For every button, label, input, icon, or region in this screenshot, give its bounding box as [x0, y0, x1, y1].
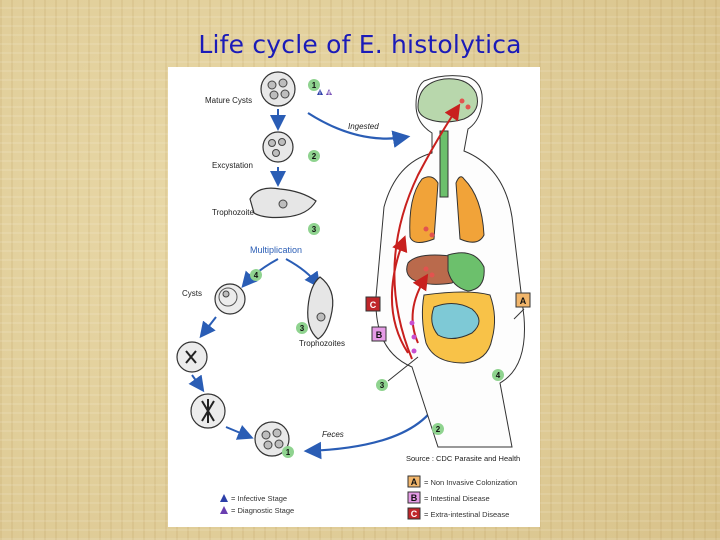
label-trophozoites: Trophozoites	[299, 339, 345, 348]
site-badge-a: A	[515, 292, 531, 308]
label-feces: Feces	[322, 430, 344, 439]
brain-image	[417, 78, 478, 123]
excystation-image	[262, 131, 294, 163]
life-cycle-diagram: Mature Cysts 1 i d Excystation 2 Trophoz…	[168, 67, 540, 527]
trophozoite-image	[249, 187, 317, 219]
source-caption: Source : CDC Parasite and Health	[406, 454, 520, 463]
stage-badge-3c: 3	[376, 379, 388, 391]
legend-site-b: B	[407, 491, 421, 504]
svg-text:A: A	[520, 296, 527, 306]
stage-badge-1b: 1	[282, 446, 294, 458]
legend-infective: = Infective Stage	[231, 494, 287, 503]
svg-text:B: B	[376, 330, 383, 340]
stomach-image	[447, 252, 485, 292]
svg-text:C: C	[370, 300, 377, 310]
stage-badge-1: 1	[308, 79, 320, 91]
stage-badge-4b: 4	[492, 369, 504, 381]
svg-text:i: i	[319, 91, 321, 97]
svg-text:1: 1	[312, 81, 317, 90]
label-trophozoite: Trophozoite	[212, 208, 255, 217]
site-badge-c: C	[365, 296, 381, 312]
stage-badge-3: 3	[308, 223, 320, 235]
spread-lung-arrow	[391, 235, 409, 354]
legend-infective-triangle-icon	[220, 494, 228, 502]
cyst-image	[214, 283, 246, 315]
slide-title: Life cycle of E. histolytica	[198, 30, 522, 59]
stage-badge-3b: 3	[296, 322, 308, 334]
infective-triangle-icon: i	[317, 89, 323, 97]
mature-cyst-image	[260, 71, 296, 107]
label-multiplication: Multiplication	[250, 245, 302, 255]
cyst-stage-b-image	[190, 393, 226, 429]
stage-badge-2: 2	[308, 150, 320, 162]
label-cysts: Cysts	[182, 289, 202, 298]
cyst-stage-a-image	[176, 341, 208, 373]
label-ingested: Ingested	[348, 122, 379, 131]
svg-text:d: d	[327, 91, 330, 97]
legend-site-c: C	[407, 507, 421, 520]
ingested-arrow	[307, 112, 411, 148]
site-badge-b: B	[371, 326, 387, 342]
svg-text:C: C	[411, 509, 418, 519]
legend-c-text: = Extra-intestinal Disease	[424, 510, 509, 519]
lungs-image	[409, 176, 485, 243]
stage-badge-4: 4	[250, 269, 262, 281]
svg-text:1: 1	[286, 448, 291, 457]
esophagus-image	[439, 130, 449, 198]
legend-diagnostic: = Diagnostic Stage	[231, 506, 294, 515]
label-excystation: Excystation	[212, 161, 253, 170]
legend-diagnostic-triangle-icon	[220, 506, 228, 514]
label-mature-cysts: Mature Cysts	[205, 96, 252, 105]
svg-text:3: 3	[300, 324, 305, 333]
mature-cyst-bottom-image	[254, 421, 290, 457]
svg-text:4: 4	[496, 371, 501, 380]
feces-arrow	[303, 396, 442, 460]
legend-b-text: = Intestinal Disease	[424, 494, 490, 503]
svg-text:3: 3	[380, 381, 385, 390]
stage-badge-2b: 2	[432, 423, 444, 435]
svg-text:B: B	[411, 493, 418, 503]
svg-text:4: 4	[254, 271, 259, 280]
intestine-image	[431, 303, 480, 339]
trophozoites-image	[307, 276, 334, 340]
svg-text:2: 2	[312, 152, 317, 161]
life-cycle-svg: Mature Cysts 1 i d Excystation 2 Trophoz…	[176, 71, 531, 520]
svg-text:2: 2	[436, 425, 441, 434]
svg-text:3: 3	[312, 225, 317, 234]
legend-a-text: = Non Invasive Colonization	[424, 478, 517, 487]
spread-brain-arrow	[393, 103, 461, 360]
lesion-markers	[409, 98, 471, 354]
diagnostic-triangle-icon: d	[326, 89, 332, 97]
svg-text:A: A	[411, 477, 418, 487]
legend-site-a: A	[407, 475, 421, 488]
